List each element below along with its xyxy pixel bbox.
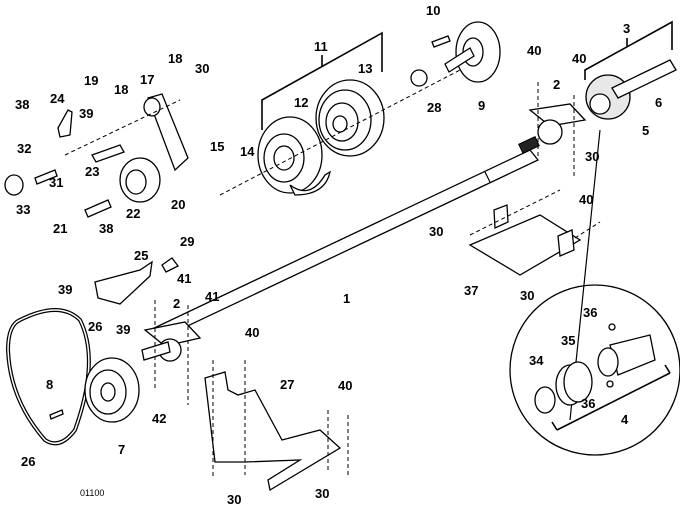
- callout-40: 40: [572, 51, 587, 66]
- callout-30: 30: [227, 492, 242, 507]
- callout-32: 32: [17, 141, 32, 156]
- callout-40: 40: [579, 192, 594, 207]
- callout-7: 7: [118, 442, 126, 457]
- clutch-part-13: [315, 79, 385, 157]
- callout-38: 38: [15, 97, 30, 112]
- callout-17: 17: [140, 72, 155, 87]
- callout-36: 36: [583, 305, 598, 320]
- callout-2: 2: [173, 296, 181, 311]
- callout-35: 35: [561, 333, 576, 348]
- bracket-27: [204, 360, 349, 492]
- callout-34: 34: [529, 353, 544, 368]
- callout-29: 29: [180, 234, 195, 249]
- bolt-32: [34, 169, 58, 185]
- callout-40: 40: [245, 325, 260, 340]
- callout-5: 5: [642, 123, 650, 138]
- bracket-25: [94, 260, 153, 305]
- flange-9: [444, 21, 501, 83]
- callout-18: 18: [168, 51, 183, 66]
- callout-9: 9: [478, 98, 486, 113]
- callout-11: 11: [314, 39, 328, 54]
- callout-6: 6: [655, 95, 663, 110]
- callout-26: 26: [88, 319, 103, 334]
- callout-39: 39: [58, 282, 73, 297]
- callout-30: 30: [315, 486, 330, 501]
- clutch-part-12: [257, 116, 331, 196]
- coupler-assembly-3: [569, 20, 677, 421]
- callout-3: 3: [623, 21, 631, 36]
- callout-30: 30: [195, 61, 210, 76]
- callout-41: 41: [177, 271, 192, 286]
- callout-39: 39: [79, 106, 94, 121]
- callout-28: 28: [427, 100, 442, 115]
- callout-27: 27: [280, 377, 295, 392]
- callout-30: 30: [520, 288, 535, 303]
- callout-1: 1: [343, 291, 351, 306]
- bearing-2-left: [141, 300, 202, 405]
- callout-30: 30: [585, 149, 600, 164]
- callout-20: 20: [171, 197, 186, 212]
- callout-33: 33: [16, 202, 31, 217]
- callout-36: 36: [581, 396, 596, 411]
- callout-21: 21: [53, 221, 68, 236]
- callout-40: 40: [527, 43, 542, 58]
- idler-pulley-20: [119, 157, 161, 203]
- bracket-24: [57, 109, 73, 138]
- idler-arm-17: [143, 93, 189, 172]
- callout-38: 38: [99, 221, 114, 236]
- bushing-28: [410, 69, 428, 87]
- callout-30: 30: [429, 224, 444, 239]
- callout-41: 41: [205, 289, 220, 304]
- pulley-7: [84, 357, 140, 423]
- callout-12: 12: [294, 95, 309, 110]
- callout-42: 42: [152, 411, 167, 426]
- callout-22: 22: [126, 206, 141, 221]
- callout-23: 23: [85, 164, 100, 179]
- callout-25: 25: [134, 248, 149, 263]
- bracket-37: [468, 189, 601, 276]
- bearing-2-right: [528, 82, 587, 178]
- spacer-33: [4, 174, 24, 196]
- key-8: [49, 409, 64, 420]
- callout-24: 24: [50, 91, 65, 106]
- callout-19: 19: [84, 73, 99, 88]
- bolt-10: [431, 35, 451, 48]
- callout-40: 40: [338, 378, 353, 393]
- bracket-11: [261, 31, 383, 130]
- callout-37: 37: [464, 283, 479, 298]
- detail-circle-4: [509, 284, 680, 456]
- callout-18: 18: [114, 82, 129, 97]
- callout-2: 2: [553, 77, 561, 92]
- callout-15: 15: [210, 139, 225, 154]
- plate-29: [161, 257, 179, 273]
- figure-id: 01100: [80, 488, 105, 498]
- callout-26: 26: [21, 454, 36, 469]
- spring-23: [91, 144, 125, 163]
- callout-10: 10: [426, 3, 441, 18]
- callout-39: 39: [116, 322, 131, 337]
- callout-14: 14: [240, 144, 255, 159]
- callout-31: 31: [49, 175, 64, 190]
- callout-13: 13: [358, 61, 373, 76]
- callout-8: 8: [46, 377, 54, 392]
- bolt-21: [84, 199, 112, 218]
- driveshaft: [148, 136, 540, 341]
- callout-4: 4: [621, 412, 629, 427]
